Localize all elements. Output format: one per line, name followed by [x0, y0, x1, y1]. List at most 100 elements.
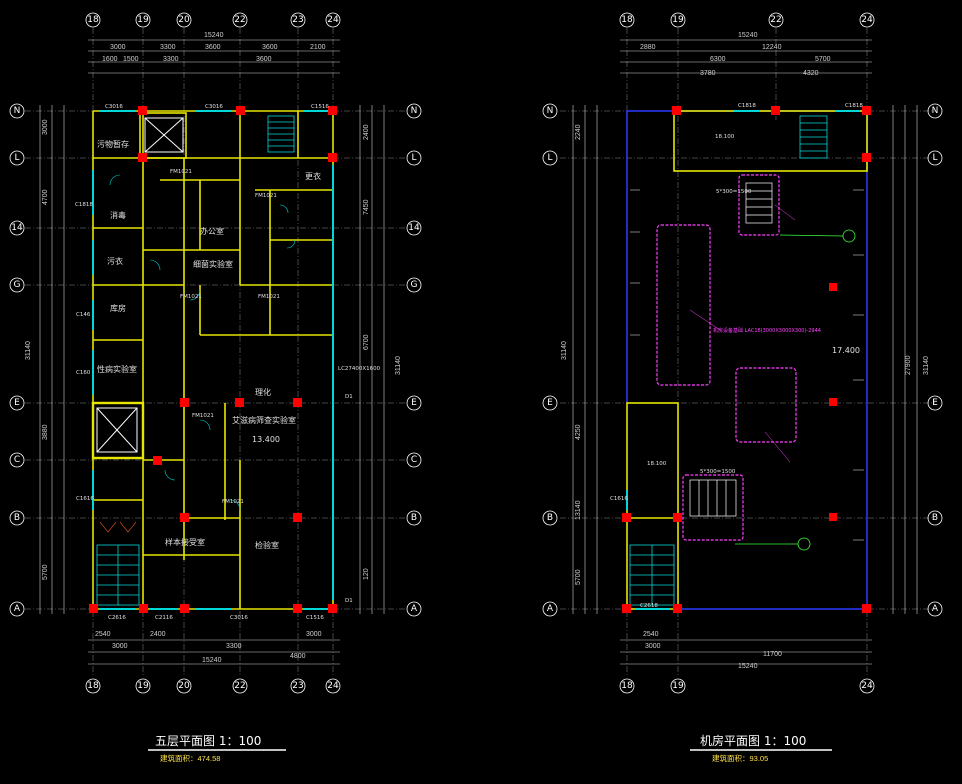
left-dim-e: 2100	[310, 44, 326, 51]
left-dim-bot-2: 2400	[150, 631, 166, 638]
left-grid-row-l-6-circle	[9, 510, 25, 526]
right-grid-col-bottom-2: 24	[861, 681, 873, 691]
left-grid-col-top-0-circle	[85, 12, 101, 28]
left-grid-row-r-3: G	[411, 280, 418, 290]
left-dim-c: 3600	[205, 44, 221, 51]
right-grid-row-l-0-circle	[542, 103, 558, 119]
right-grid-col-top-2: 22	[770, 15, 781, 25]
right-dim-l2: 4250	[575, 424, 582, 440]
left-dim-b: 3300	[160, 44, 176, 51]
left-grid-row-r-1-circle	[406, 150, 422, 166]
right-columns	[622, 106, 871, 613]
room-test: 检验室	[255, 540, 279, 550]
left-elevator-shaft	[91, 401, 145, 460]
left-c1516-2: C1516	[306, 615, 324, 621]
room-disinfect: 消毒	[110, 210, 126, 220]
room-waste: 污物暂存	[97, 139, 129, 149]
left-dim-l1: 3000	[42, 119, 49, 135]
left-grid-row-l-5: C	[14, 455, 20, 465]
left-dim-l3: 3880	[42, 424, 49, 440]
room-chem: 理化	[255, 387, 271, 397]
left-grid-row-l-7: A	[14, 604, 21, 614]
right-dim-bot-3: 11700	[763, 651, 782, 658]
right-grid-col-bottom-1: 19	[672, 681, 684, 691]
right-elev-3: 18.100	[647, 461, 667, 467]
left-grid-col-bottom-5-circle	[325, 678, 341, 694]
left-dim-l4: 5700	[42, 564, 49, 580]
left-stair-bottom	[96, 544, 140, 606]
left-dim-r3: 6700	[363, 334, 370, 350]
left-grid-col-bottom-3: 22	[234, 681, 245, 691]
left-grid-row-r-1: L	[411, 153, 416, 163]
right-grid-row-l-3: B	[547, 513, 553, 523]
left-grid-col-bottom-1-circle	[135, 678, 151, 694]
right-dim-b: 12240	[762, 44, 782, 51]
left-plan-area: 建筑面积：474.58	[160, 753, 220, 763]
right-grid-row-l-1: L	[547, 153, 552, 163]
right-grid-col-top-3: 24	[861, 15, 873, 25]
right-plan-texts: 15240 2880 12240 6300 5700 3780 4320 254…	[561, 32, 930, 763]
right-grid-row-r-1-circle	[927, 150, 943, 166]
right-stair-bottom	[629, 544, 675, 606]
left-c2116: C2116	[155, 615, 173, 621]
right-dim-total-left: 31140	[561, 341, 568, 360]
right-floor-plan	[560, 28, 935, 676]
room-aids-lab: 艾滋病筛查实验室	[232, 415, 296, 425]
left-grid-row-l-2-circle	[9, 220, 25, 236]
right-c1616: C1616	[610, 496, 628, 502]
left-grid-row-l-7-circle	[9, 601, 25, 617]
left-grid-col-bottom-0: 18	[87, 681, 99, 691]
left-dim-d: 3600	[262, 44, 278, 51]
right-grid-row-r-4: A	[932, 604, 939, 614]
left-grid-row-r-0: N	[411, 106, 418, 116]
right-grid-row-r-0-circle	[927, 103, 943, 119]
room-office: 办公室	[200, 226, 224, 236]
left-fm-4: FM1021	[258, 294, 280, 300]
right-grid-row-l-4-circle	[542, 601, 558, 617]
right-green-marks	[735, 229, 856, 551]
right-walls	[626, 110, 868, 610]
left-fm-2: FM1021	[255, 193, 277, 199]
left-grid-col-bottom-0-circle	[85, 678, 101, 694]
right-dim-d: 5700	[815, 56, 831, 63]
room-bacteria-lab: 细菌实验室	[193, 259, 233, 269]
left-grid-row-l-5-circle	[9, 452, 25, 468]
left-dim-g: 1500	[123, 56, 139, 63]
left-stair-top	[267, 115, 295, 153]
left-grid-row-r-0-circle	[406, 103, 422, 119]
right-grid-col-top-0-circle	[619, 12, 635, 28]
left-grid-col-bottom-1: 19	[137, 681, 149, 691]
left-c2616: C2616	[108, 615, 126, 621]
right-leaders	[689, 204, 796, 463]
left-grid-row-r-7: A	[411, 604, 418, 614]
right-dim-total-top: 15240	[738, 32, 758, 39]
right-stair-label: 5*300=1500	[716, 189, 752, 195]
left-dim-total-top: 15240	[204, 32, 224, 39]
right-grid-col-top-3-circle	[859, 12, 875, 28]
left-grid-row-r-3-circle	[406, 277, 422, 293]
right-grid-col-bottom-1-circle	[670, 678, 686, 694]
right-dim-bot-2: 3000	[645, 643, 661, 650]
room-sample: 样本接受室	[165, 537, 205, 547]
right-plan-area: 建筑面积：93.05	[712, 753, 768, 763]
left-grid-col-bottom-4-circle	[290, 678, 306, 694]
room-change: 更衣	[305, 171, 321, 181]
left-c3016-2: C3016	[205, 104, 223, 110]
left-elevator-shaft-top	[139, 112, 187, 159]
left-c1616: C1616	[76, 496, 94, 502]
right-stair-label-2: 5*300=1500	[700, 469, 736, 475]
left-fm-5: FM1021	[192, 413, 214, 419]
left-c1818: C1818	[75, 202, 93, 208]
right-roof-outline	[626, 110, 868, 610]
left-grid-row-r-4-circle	[406, 395, 422, 411]
right-elev-2: 17.400	[832, 346, 860, 355]
left-grid-col-top-2-circle	[176, 12, 192, 28]
left-dim-bot-6: 4800	[290, 653, 306, 660]
left-grid-col-bottom-5: 24	[327, 681, 339, 691]
left-grid-col-top-2: 20	[178, 15, 190, 25]
left-dim-l2: 4700	[42, 189, 49, 205]
left-grid-row-l-1-circle	[9, 150, 25, 166]
room-laundry: 污衣	[107, 256, 123, 266]
left-dim-i: 3600	[256, 56, 272, 63]
